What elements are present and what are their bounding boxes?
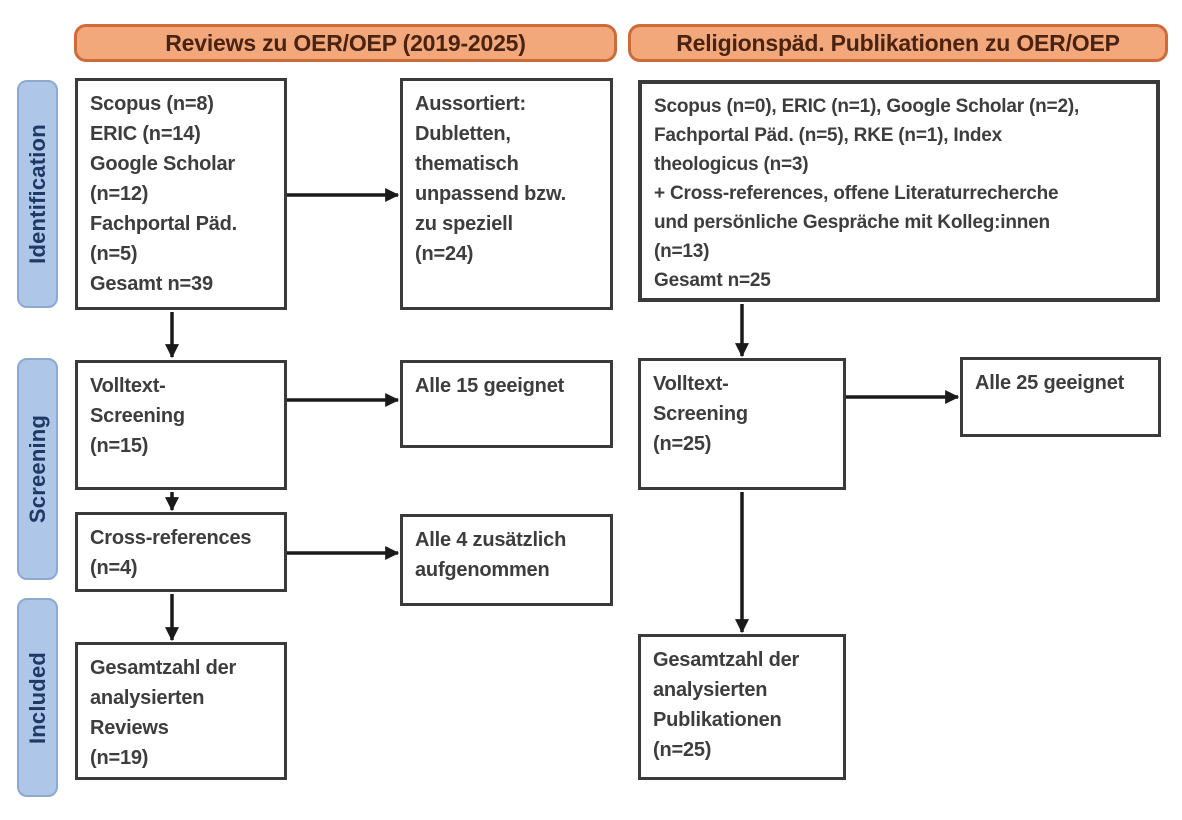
box-right-fulltext-result: Alle 25 geeignet bbox=[960, 357, 1161, 437]
header-reviews: Reviews zu OER/OEP (2019-2025) bbox=[74, 24, 617, 62]
box-left-cross-references: Cross-references (n=4) bbox=[75, 512, 287, 592]
box-left-excluded: Aussortiert: Dubletten, thematisch unpas… bbox=[400, 78, 613, 310]
stage-included-label: Included bbox=[24, 651, 50, 744]
stage-included: Included bbox=[17, 598, 58, 797]
box-left-cross-references-result: Alle 4 zusätzlich aufgenommen bbox=[400, 514, 613, 606]
box-left-sources: Scopus (n=8) ERIC (n=14) Google Scholar … bbox=[75, 78, 287, 310]
stage-screening-label: Screening bbox=[24, 414, 50, 524]
box-right-included-total: Gesamtzahl der analysierten Publikatione… bbox=[638, 634, 846, 780]
box-left-fulltext-result: Alle 15 geeignet bbox=[400, 360, 613, 448]
box-left-included-total: Gesamtzahl der analysierten Reviews (n=1… bbox=[75, 642, 287, 780]
box-right-sources: Scopus (n=0), ERIC (n=1), Google Scholar… bbox=[638, 80, 1160, 302]
stage-identification: Identification bbox=[17, 80, 58, 308]
header-religionspaed: Religionspäd. Publikationen zu OER/OEP bbox=[628, 24, 1168, 62]
box-left-fulltext-screening: Volltext- Screening (n=15) bbox=[75, 360, 287, 490]
stage-screening: Screening bbox=[17, 358, 58, 580]
box-right-fulltext-screening: Volltext- Screening (n=25) bbox=[638, 358, 846, 490]
stage-identification-label: Identification bbox=[24, 124, 50, 264]
